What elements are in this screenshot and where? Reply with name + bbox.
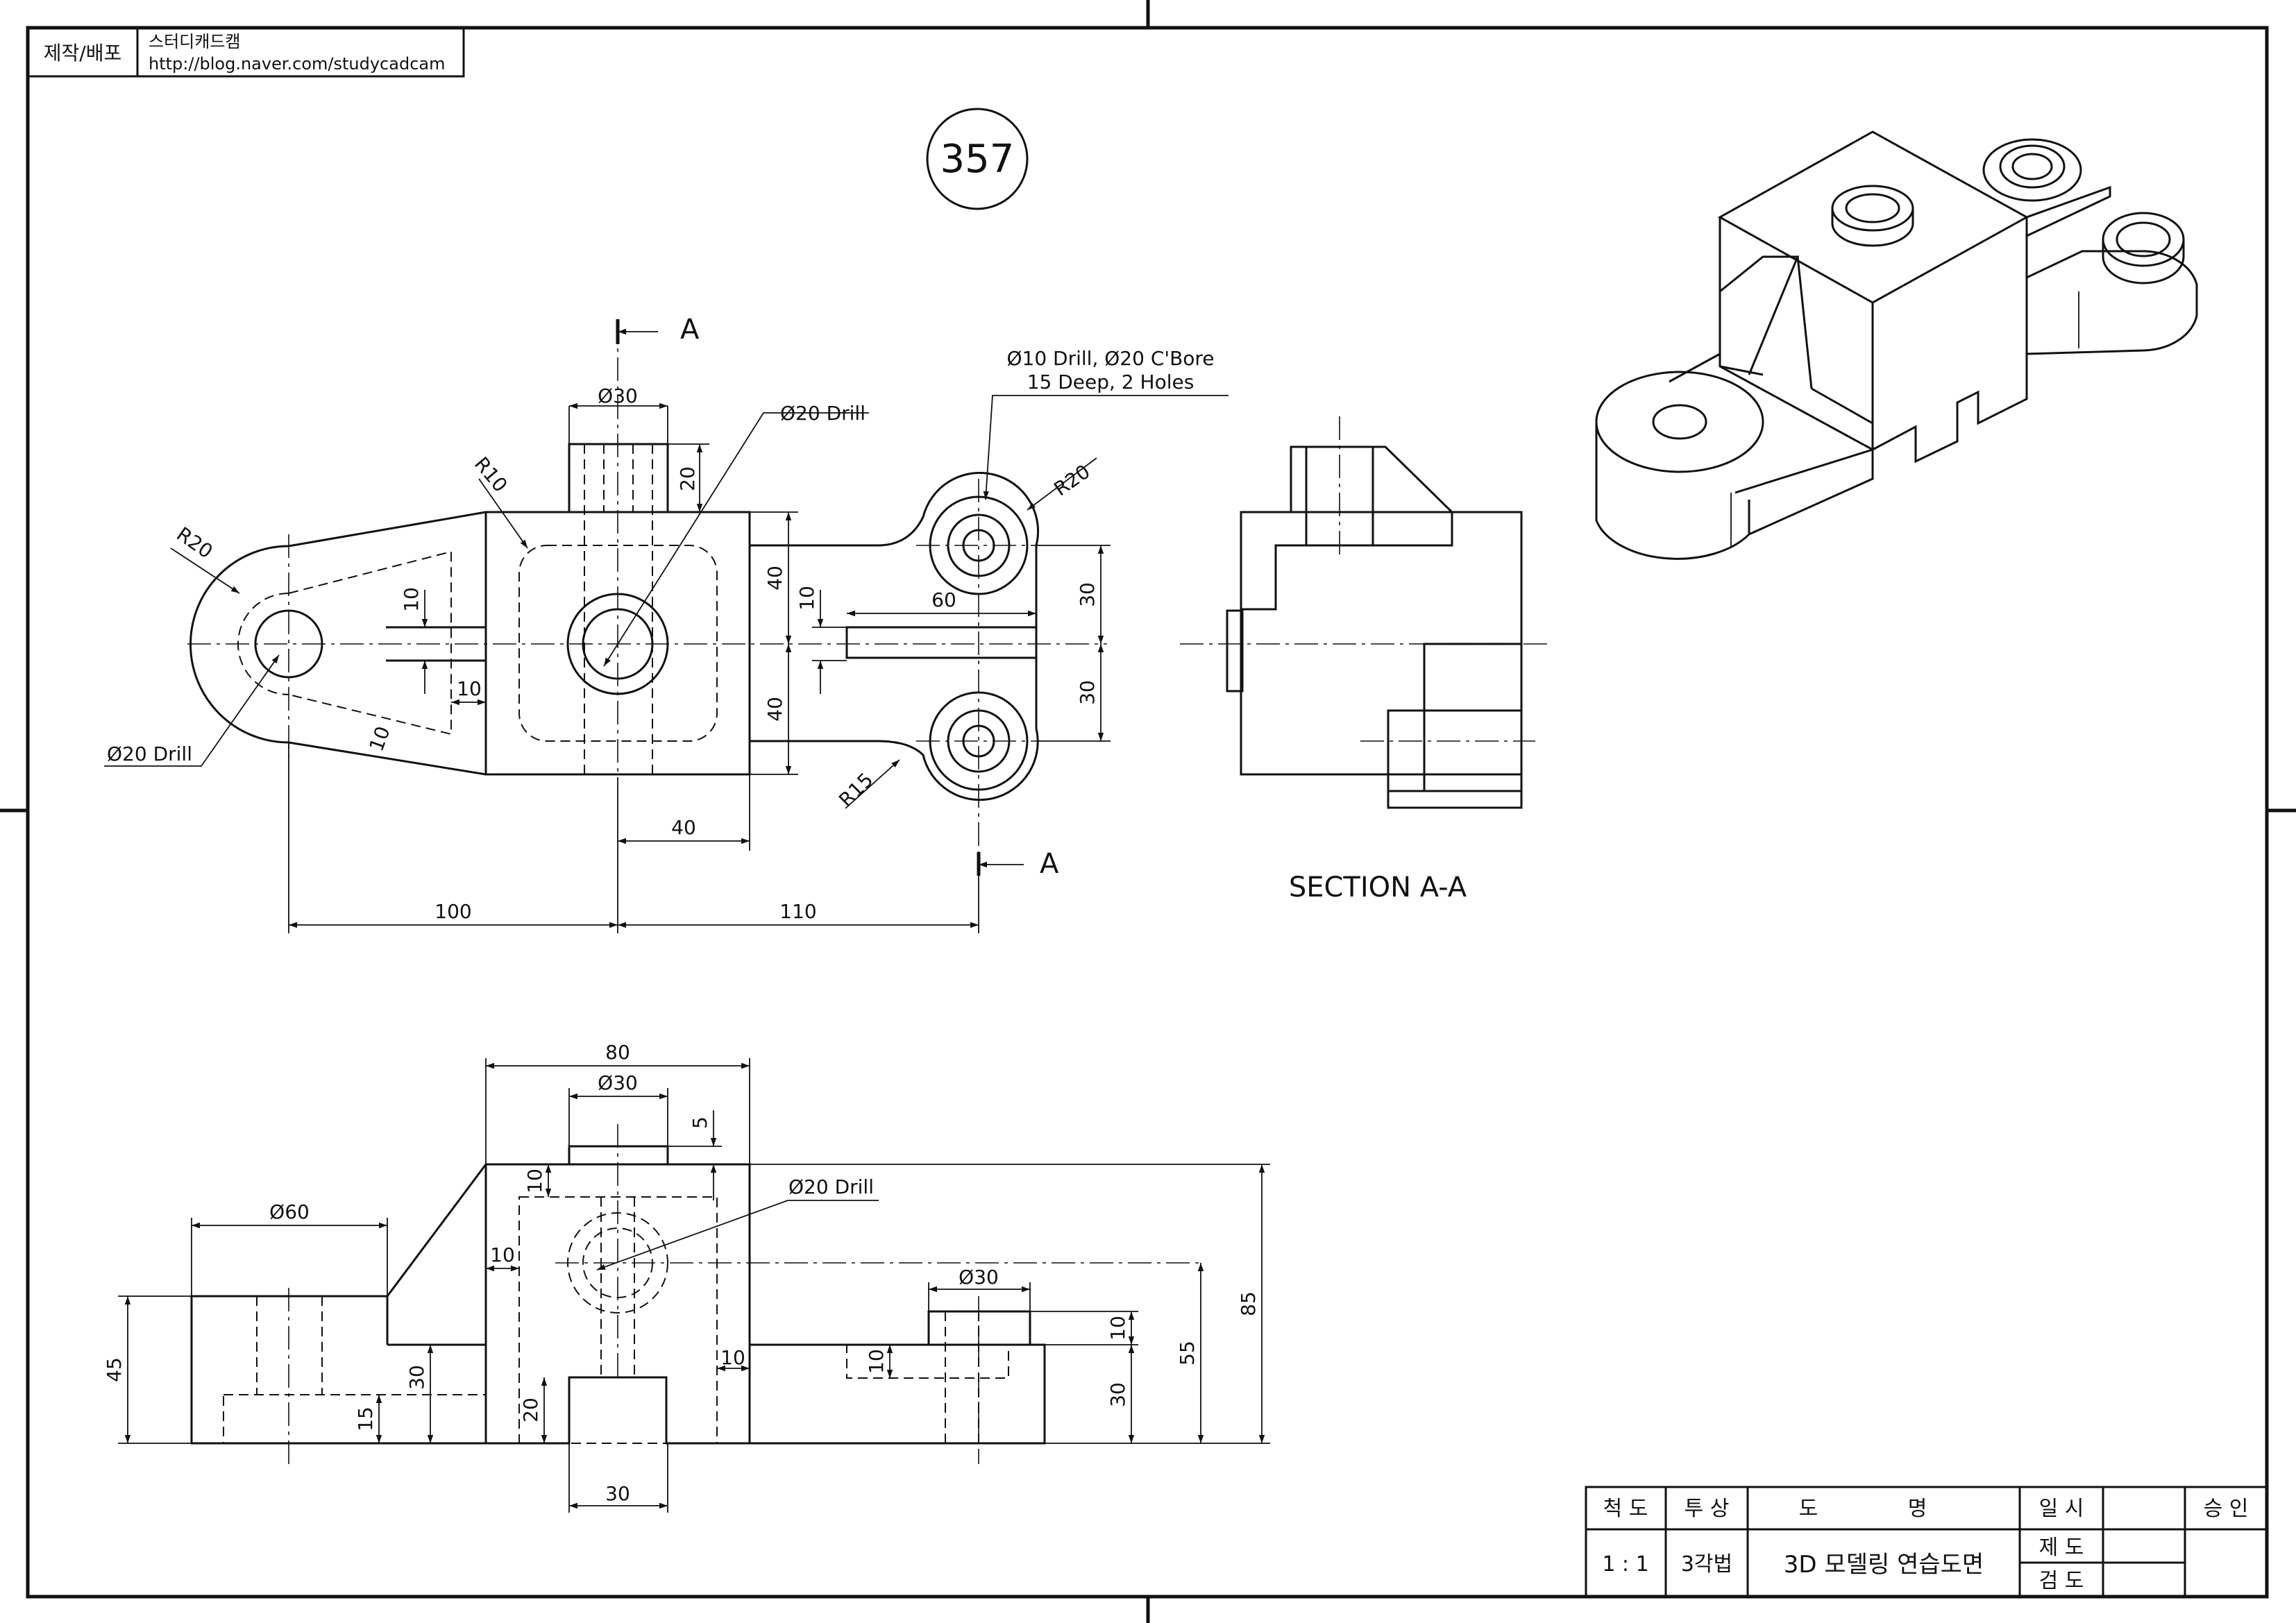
dim-front-left-30: 30	[405, 1365, 428, 1390]
dim-front-width-80: 80	[605, 1041, 630, 1064]
callout-cbore-line2: 15 Deep, 2 Holes	[1027, 371, 1195, 393]
dim-top-rib-gap: 10	[457, 677, 482, 700]
title-checked-label: 검 도	[2039, 1569, 2084, 1593]
title-scale-label: 척 도	[1603, 1497, 1648, 1521]
title-projection-label: 투 상	[1685, 1497, 1730, 1521]
drawing-number: 357	[940, 137, 1015, 182]
dim-top-slot-60: 60	[931, 588, 956, 611]
title-drawing-name-label: 도 명	[1799, 1497, 1969, 1521]
section-view: SECTION A-A	[1180, 416, 1552, 903]
drawing-number-badge: 357	[926, 108, 1029, 210]
dim-front-right-10a: 10	[1106, 1316, 1129, 1341]
credit-url[interactable]: http://blog.naver.com/studycadcam	[149, 54, 445, 74]
dim-front-right-10b: 10	[865, 1349, 888, 1374]
dim-top-r20-right: R20	[1050, 460, 1095, 501]
dim-front-right-boss-dia: Ø30	[959, 1266, 999, 1289]
dim-top-upper-40: 40	[763, 566, 786, 590]
section-marker-bottom: A	[1040, 848, 1059, 880]
dim-front-notch-20: 20	[519, 1397, 542, 1422]
dim-top-r10: R10	[470, 452, 512, 496]
dim-top-r15: R15	[834, 768, 877, 811]
top-view: A A Ø30 20 40 40 10 60 30 30	[104, 314, 1229, 933]
dim-front-right-55: 55	[1176, 1341, 1199, 1366]
section-marker-top: A	[680, 314, 700, 346]
dim-front-left-15: 15	[354, 1407, 377, 1431]
title-date-label: 일 시	[2039, 1497, 2084, 1521]
dim-top-rib-angle: 10	[364, 723, 394, 754]
isometric-view	[1595, 130, 2198, 560]
dim-top-left-100: 100	[434, 900, 471, 923]
dim-top-rib-width: 10	[400, 587, 423, 612]
credit-label: 제작/배포	[44, 42, 121, 65]
title-scale-value: 1 : 1	[1602, 1552, 1648, 1577]
section-title: SECTION A-A	[1289, 872, 1467, 903]
dim-top-right-110: 110	[779, 900, 816, 923]
title-projection-value: 3각법	[1681, 1552, 1732, 1577]
callout-drill-left: Ø20 Drill	[107, 742, 192, 765]
title-approval-label: 승 인	[2204, 1497, 2249, 1521]
dim-top-boss-dia: Ø30	[598, 384, 638, 407]
credit-name: 스터디캐드캠	[149, 32, 240, 51]
dim-front-boss-dia: Ø30	[598, 1071, 638, 1094]
dim-top-r20-left: R20	[172, 522, 217, 563]
callout-drill-front: Ø20 Drill	[788, 1175, 874, 1198]
dim-front-boss-5: 5	[689, 1116, 711, 1129]
dim-top-slot-10: 10	[795, 586, 818, 611]
dim-top-offset-40: 40	[671, 816, 696, 839]
dim-front-right-85: 85	[1237, 1291, 1260, 1316]
callout-drill-top: Ø20 Drill	[780, 402, 866, 425]
callout-cbore-line1: Ø10 Drill, Ø20 C'Bore	[1006, 347, 1214, 370]
dim-top-lower-30: 30	[1076, 680, 1099, 705]
title-block: 척 도 1 : 1 투 상 3각법 도 명 3D 모델링 연습도면 일 시 승 …	[1585, 1486, 2268, 1598]
credit-box: 제작/배포 스터디캐드캠 http://blog.naver.com/study…	[26, 26, 465, 78]
dim-top-lower-40: 40	[763, 697, 786, 722]
dim-front-cyl-dia: Ø60	[269, 1200, 310, 1223]
title-drafted-label: 제 도	[2039, 1536, 2084, 1560]
dim-front-left-45: 45	[103, 1357, 126, 1382]
dim-top-upper-30: 30	[1076, 582, 1099, 607]
front-view: 80 Ø30 5 Ø60 10 10 10 45 30 15	[103, 1041, 1270, 1513]
dim-front-right-30: 30	[1106, 1382, 1129, 1407]
title-drawing-name-value: 3D 모델링 연습도면	[1784, 1551, 1984, 1579]
dim-front-hole-10: 10	[523, 1169, 546, 1193]
dim-front-rib-10: 10	[720, 1346, 745, 1369]
dim-top-boss-height: 20	[676, 466, 699, 491]
dim-front-notch-30: 30	[605, 1482, 630, 1505]
dim-front-wall-10: 10	[490, 1243, 515, 1266]
